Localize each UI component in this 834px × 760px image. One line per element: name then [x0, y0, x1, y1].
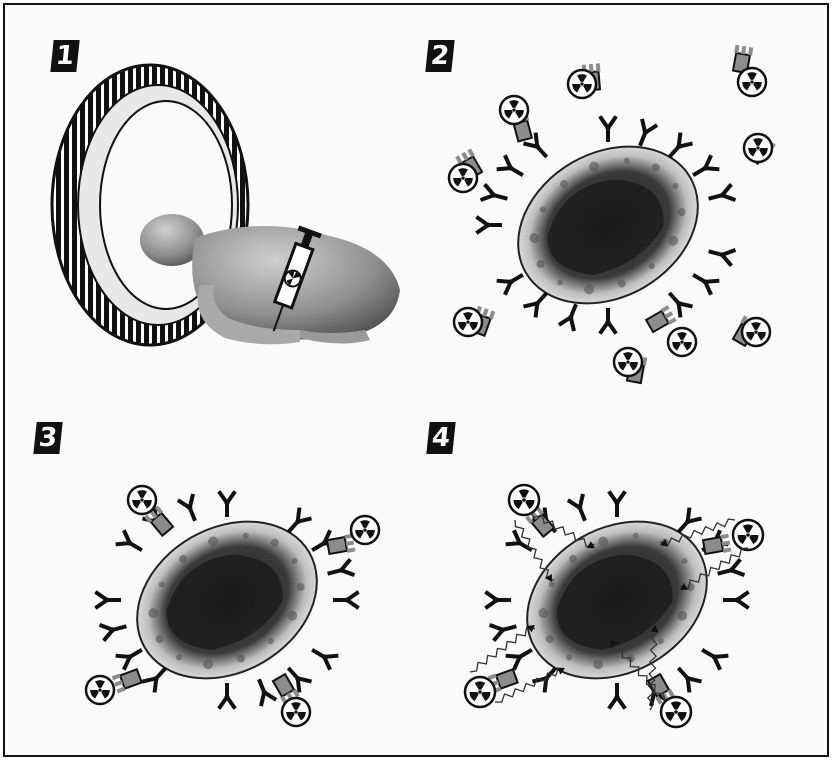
antibody-icon: [725, 593, 747, 607]
radiation-icon: [454, 308, 482, 336]
antibody-icon: [499, 270, 525, 293]
antibody-icon: [718, 561, 743, 580]
radiation-icon: [282, 698, 310, 726]
radiation-icon: [661, 697, 691, 727]
antibody-icon: [180, 496, 201, 522]
antibody-icon: [118, 645, 144, 668]
radiation-icon: [128, 486, 156, 514]
antibody-icon: [709, 186, 734, 205]
antibody-icon: [665, 135, 690, 161]
antibody-icon: [634, 121, 655, 147]
labelled-antibody-icon: [703, 536, 731, 554]
tumor-cell-panel-3: [109, 490, 346, 710]
radiation-icon: [465, 677, 495, 707]
antibody-icon: [665, 290, 690, 316]
antibody-icon: [328, 561, 353, 580]
labelled-antibody-icon: [112, 669, 141, 691]
antibody-icon: [709, 245, 734, 264]
radiation-icon: [351, 516, 379, 544]
antibody-icon: [101, 620, 126, 639]
antibody-icon: [601, 118, 615, 140]
antibody-icon: [691, 270, 717, 293]
antibody-icon: [310, 645, 336, 668]
radiation-icon: [668, 328, 696, 356]
antibody-icon: [491, 620, 516, 639]
antibody-icon: [144, 665, 169, 691]
radiation-icon: [742, 318, 770, 346]
antibody-icon: [482, 186, 507, 205]
antibody-icon: [253, 678, 274, 704]
antibody-icon: [691, 157, 717, 180]
antibody-icon: [220, 685, 234, 707]
radiation-icon: [86, 676, 114, 704]
radiation-icon: [449, 164, 477, 192]
radiation-icon: [614, 348, 642, 376]
radiation-icon: [744, 134, 772, 162]
antibody-icon: [570, 496, 591, 522]
antibody-icon: [335, 593, 357, 607]
radiation-icon: [509, 485, 539, 515]
antibody-icon: [508, 645, 534, 668]
radiation-icon: [500, 96, 528, 124]
antibody-icon: [284, 510, 309, 536]
antibody-icon: [487, 593, 509, 607]
labelled-antibody-icon: [646, 307, 676, 332]
radiation-icon: [738, 68, 766, 96]
antibody-icon: [610, 493, 624, 515]
antibody-icon: [561, 303, 582, 329]
antibody-icon: [508, 532, 534, 555]
tumor-cell-panel-2: [490, 115, 727, 335]
antibody-icon: [220, 493, 234, 515]
antibody-icon: [534, 665, 559, 691]
antibody-icon: [478, 218, 500, 232]
antibody-icon: [601, 310, 615, 332]
labelled-antibody-icon: [327, 536, 355, 554]
antibody-icon: [700, 645, 726, 668]
antibody-icon: [610, 685, 624, 707]
antibody-icon: [97, 593, 119, 607]
radiation-icon: [733, 520, 763, 550]
antibody-icon: [118, 532, 144, 555]
radiation-icon: [568, 70, 596, 98]
antibody-icon: [674, 665, 699, 691]
antibody-icon: [525, 290, 550, 316]
antibody-icon: [499, 157, 525, 180]
